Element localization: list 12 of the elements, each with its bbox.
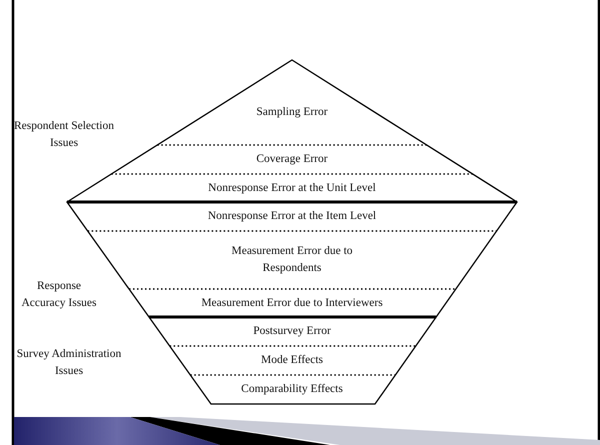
- group-label: Response Accuracy Issues: [20, 279, 98, 311]
- band-label: Mode Effects: [260, 353, 324, 368]
- group-label: Survey Administration Issues: [16, 347, 122, 379]
- band-label: Sampling Error: [256, 105, 328, 120]
- band-label: Coverage Error: [256, 152, 328, 168]
- band-label: Measurement Error due to Respondents: [230, 244, 354, 276]
- band-label: Measurement Error due to Interviewers: [201, 296, 383, 311]
- band-label: Nonresponse Error at the Item Level: [208, 209, 376, 224]
- band-label: Comparability Effects: [241, 382, 343, 398]
- band-label: Postsurvey Error: [253, 324, 331, 340]
- group-label: Respondent Selection Issues: [14, 119, 114, 151]
- band-label: Nonresponse Error at the Unit Level: [208, 180, 376, 196]
